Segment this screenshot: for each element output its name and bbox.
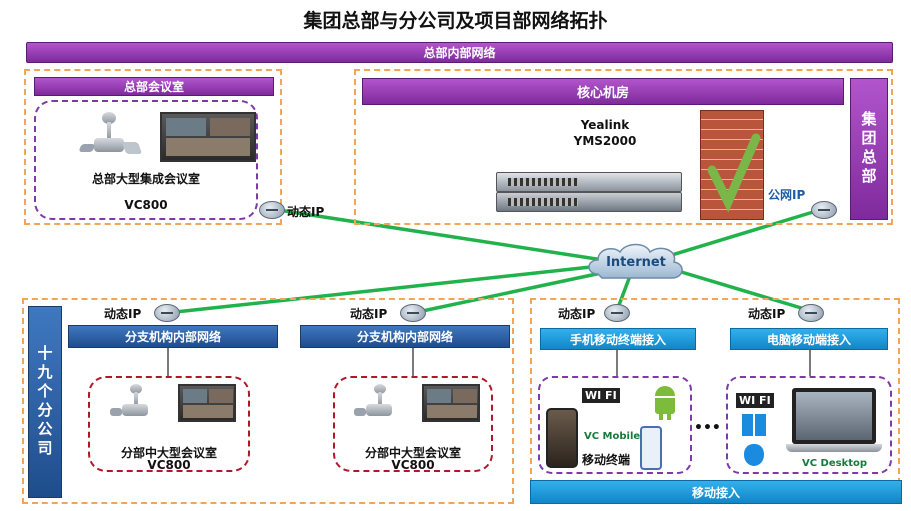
router-icon <box>811 201 837 219</box>
hq-ip-label: 动态IP <box>287 205 325 219</box>
branch-1-network-bar: 分支机构内部网络 <box>68 325 278 348</box>
vc800-device-icon <box>354 384 410 424</box>
phone-access-bar: 手机移动终端接入 <box>540 328 696 350</box>
hq-meeting-header: 总部会议室 <box>34 77 274 96</box>
router-icon <box>154 304 180 322</box>
branch-2-device: VC800 <box>391 458 435 472</box>
server-icon <box>496 154 682 212</box>
branches-side-text: 十九个分公司 <box>35 345 54 459</box>
link-pc <box>666 266 820 315</box>
router-icon <box>259 201 285 219</box>
hq-room-device: VC800 <box>124 198 168 212</box>
apple-icon <box>640 426 662 470</box>
core-ip-label: 公网IP <box>768 188 806 202</box>
branch-2-network-bar: 分支机构内部网络 <box>300 325 510 348</box>
windows-icon <box>742 414 766 436</box>
link-branch-2 <box>411 270 608 315</box>
phone-device-icon <box>546 408 578 468</box>
pc-wifi-text: WI FI <box>739 394 771 407</box>
phone-wifi-text: WI FI <box>585 389 617 402</box>
hq-network-bar: 总部内部网络 <box>26 42 893 63</box>
pc-access-bar: 电脑移动端接入 <box>730 328 888 350</box>
link-hq-meeting <box>270 207 618 264</box>
page-title: 集团总部与分公司及项目部网络拓扑 <box>303 10 608 32</box>
branches-panel <box>22 298 514 504</box>
server-model: YMS2000 <box>573 134 637 148</box>
laptop-icon <box>786 388 882 460</box>
core-room-panel <box>354 69 893 225</box>
vc800-device-icon <box>78 112 150 162</box>
vc800-device-icon <box>110 384 166 424</box>
vc-desktop-label: VC Desktop <box>802 458 868 469</box>
android-icon <box>652 386 678 420</box>
hq-side-text: 集团总部 <box>859 111 878 187</box>
router-icon <box>400 304 426 322</box>
branch-1-room-box <box>88 376 250 472</box>
video-screen-icon <box>178 384 236 422</box>
more-terminals-ellipsis: ••• <box>694 420 721 436</box>
phone-box <box>538 376 692 474</box>
branch-2-room-box <box>333 376 493 472</box>
link-core <box>660 207 825 260</box>
pc-ip-label: 动态IP <box>748 307 786 321</box>
hq-side-label: 集团总部 <box>850 78 888 220</box>
router-icon <box>604 304 630 322</box>
internet-label: Internet <box>606 255 666 270</box>
branch-2-ip-label: 动态IP <box>350 307 388 321</box>
branches-side-label: 十九个分公司 <box>28 306 62 498</box>
mobile-terminal-label: 移动终端 <box>582 453 631 467</box>
branch-1-room-name: 分部中大型会议室 <box>120 446 217 460</box>
phone-ip-label: 动态IP <box>558 307 596 321</box>
wifi-icon: WI FI <box>736 393 774 408</box>
vc-mobile-label: VC Mobile <box>584 431 641 442</box>
apple-icon <box>744 444 764 466</box>
link-branch-1 <box>164 264 602 315</box>
pc-box <box>726 376 892 474</box>
video-screen-icon <box>422 384 480 422</box>
hq-room-name: 总部大型集成会议室 <box>91 172 200 186</box>
hq-meeting-room-box <box>34 100 258 220</box>
hq-meeting-panel <box>24 69 282 225</box>
router-icon <box>798 304 824 322</box>
server-brand: Yealink <box>580 118 630 132</box>
wifi-icon: WI FI <box>582 388 620 403</box>
core-room-header: 核心机房 <box>362 78 844 105</box>
firewall-icon <box>700 110 764 220</box>
mobile-access-bar: 移动接入 <box>530 480 902 504</box>
branch-1-ip-label: 动态IP <box>104 307 142 321</box>
video-screen-icon <box>160 112 256 162</box>
branch-2-room-name: 分部中大型会议室 <box>364 446 461 460</box>
branch-1-device: VC800 <box>147 458 191 472</box>
internet-cloud-icon <box>588 243 683 279</box>
